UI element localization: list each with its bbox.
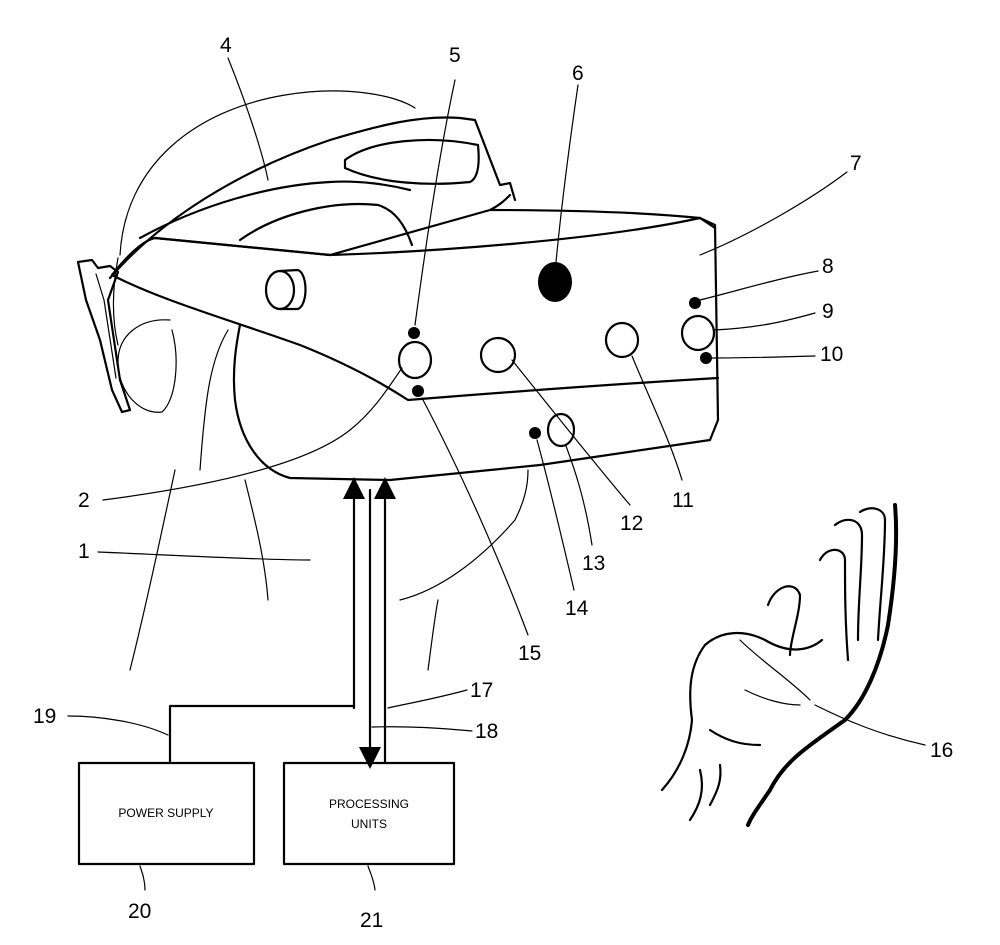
ref-14: 14 (565, 597, 589, 620)
ref-15: 15 (518, 642, 541, 665)
processing-label-line2: UNITS (351, 817, 387, 831)
ref-11: 11 (672, 489, 694, 512)
power-supply-box: POWER SUPPLY (77, 761, 256, 866)
reference-numerals: 4 5 6 7 8 9 10 11 12 13 14 15 16 17 18 1… (33, 34, 953, 932)
sensor-11 (604, 321, 640, 359)
cables (168, 477, 396, 769)
hand (660, 503, 899, 827)
ref-18: 18 (475, 720, 498, 743)
sensor-13 (546, 412, 576, 448)
led-15 (412, 385, 424, 397)
ear (117, 319, 177, 413)
led-14 (529, 427, 541, 439)
power-supply-label: POWER SUPPLY (118, 806, 213, 820)
led-8 (689, 297, 701, 309)
ref-17: 17 (470, 679, 493, 702)
ref-12: 12 (620, 512, 643, 535)
ref-2: 2 (78, 489, 90, 512)
ref-4: 4 (220, 34, 232, 57)
sensor-12 (479, 336, 517, 374)
ref-20: 20 (128, 900, 151, 923)
sensor-9 (680, 314, 716, 352)
rear-clip (76, 258, 132, 414)
processing-label-line1: PROCESSING (329, 797, 409, 811)
processing-units-box: PROCESSING UNITS (282, 761, 456, 866)
side-knob (264, 268, 307, 311)
ref-1: 1 (78, 540, 90, 563)
ref-6: 6 (572, 62, 584, 85)
leader-lines (67, 57, 926, 891)
user-head (112, 90, 529, 671)
ref-16: 16 (930, 739, 953, 762)
sensor-2 (397, 340, 433, 380)
ref-10: 10 (820, 343, 843, 366)
head-strap (108, 116, 517, 280)
headset-components (397, 262, 716, 448)
ref-7: 7 (850, 152, 862, 175)
ref-8: 8 (822, 255, 834, 278)
neck (244, 479, 269, 601)
camera-6 (538, 262, 572, 302)
ref-5: 5 (449, 44, 461, 67)
ref-19: 19 (33, 705, 56, 728)
ref-13: 13 (582, 552, 605, 575)
led-10 (700, 352, 712, 364)
ref-9: 9 (822, 300, 834, 323)
led-5 (408, 327, 420, 339)
headset-body (110, 193, 720, 482)
ref-21: 21 (360, 909, 383, 932)
